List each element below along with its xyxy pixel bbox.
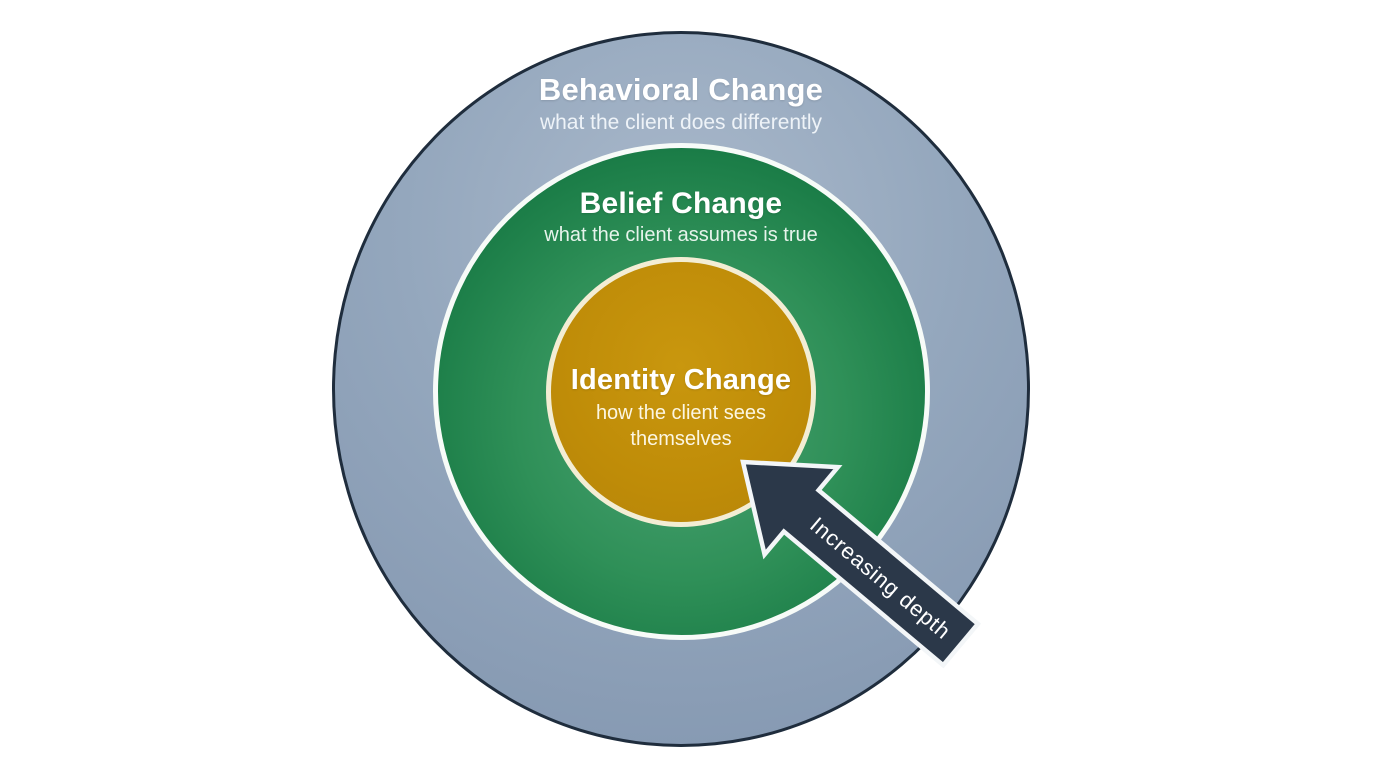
identity-change-circle [546,257,816,527]
